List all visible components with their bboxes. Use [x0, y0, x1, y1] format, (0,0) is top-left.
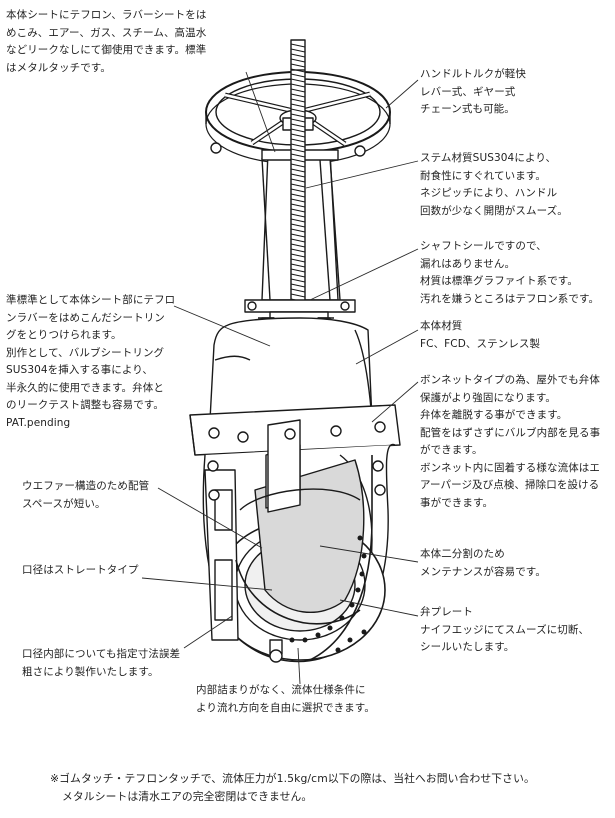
stem-note: ステム材質SUS304により、 耐食性にすぐれています。 ネジピッチにより、ハン…	[420, 152, 568, 217]
bonnet	[209, 317, 373, 421]
shaft-seal-note: シャフトシールですので、 漏れはありません。 材質は標準グラファイト系です。 汚…	[420, 240, 600, 305]
no-clog-note: 内部詰まりがなく、流体仕様条件に より流れ方向を自由に選択できます。	[196, 684, 375, 714]
body-material-note: 本体材質 FC、FCD、ステンレス製	[420, 320, 541, 350]
seat-ring-note: 準標準として本体シート部にテフロ ンラバーをはめこんだシートリン グをとりつけら…	[6, 294, 176, 429]
footer-note-line2: メタルシートは清水エアの完全密閉はできません。	[62, 790, 313, 803]
bore-inner-note: 口径内部についても指定寸法誤差 粗さにより製作いたします。	[22, 648, 181, 678]
leader-lines	[141, 71, 419, 685]
flange-holes	[289, 535, 367, 653]
wafer-note: ウエファー構造のため配管 スペースが短い。	[22, 480, 150, 510]
seat-top-note: 本体シートにテフロン、ラバーシートをは めこみ、エアー、ガス、スチーム、高温水 …	[6, 9, 207, 74]
split-body-note: 本体二分割のため メンテナンスが容易です。	[420, 548, 546, 578]
straight-bore-note: 口径はストレートタイプ	[22, 564, 139, 576]
bolts	[207, 301, 386, 663]
valve-plate-note: 弁プレート ナイフエッジにてスムーズに切断、 シールいたします。	[420, 606, 590, 653]
bonnet-note: ボンネットタイプの為、屋外でも弁体 保護がより強固になります。 弁体を離脱する事…	[420, 374, 601, 509]
stem	[290, 39, 306, 331]
valve-body	[189, 404, 401, 663]
footer-note-line1: ※ゴムタッチ・テフロンタッチで、流体圧力が1.5kg/cm以下の際は、当社へお問…	[50, 772, 535, 785]
handle-note: ハンドルトルクが軽快 レバー式、ギヤー式 チェーン式も可能。	[420, 68, 526, 115]
